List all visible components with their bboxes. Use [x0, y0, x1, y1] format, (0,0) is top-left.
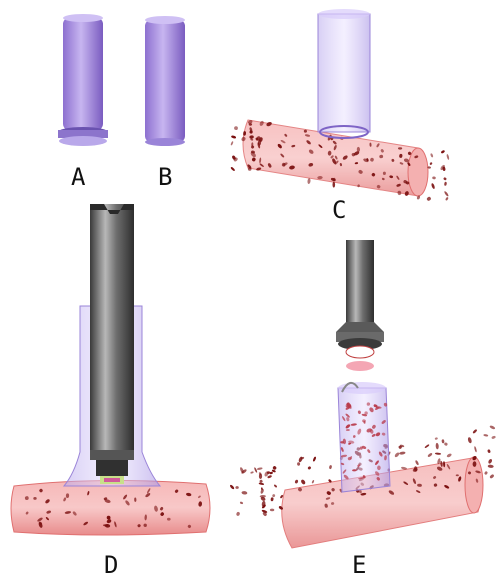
panel-b: B: [145, 16, 185, 191]
blood-cell: [274, 484, 278, 488]
blood-cell: [294, 479, 298, 484]
blood-cell: [489, 425, 495, 430]
blood-cell: [429, 162, 432, 166]
blood-cell: [415, 460, 420, 466]
blood-cell: [259, 479, 263, 483]
sleeve-plain: [145, 16, 185, 146]
cutting-tool-e: [336, 240, 384, 371]
blood-cell: [272, 494, 276, 498]
blood-cell: [484, 471, 488, 475]
blood-cell: [399, 451, 406, 455]
blood-cell: [260, 488, 264, 494]
panel-a: A: [58, 14, 108, 191]
blood-cell: [487, 449, 491, 453]
blood-cell: [444, 442, 448, 446]
blood-cell: [427, 452, 433, 457]
blood-cell: [364, 411, 367, 414]
sleeve-with-ring: [58, 14, 108, 146]
blood-cell: [236, 511, 240, 516]
blood-cell: [394, 452, 400, 458]
blood-cell: [474, 446, 477, 452]
blood-cell: [230, 141, 233, 146]
blood-cell: [240, 501, 244, 504]
blood-cell: [444, 191, 449, 197]
blood-cell: [435, 452, 441, 455]
blood-cell: [311, 480, 314, 484]
blood-cell: [329, 465, 332, 469]
blood-cell: [297, 462, 300, 466]
blood-cell: [445, 197, 449, 201]
blood-cell: [491, 435, 496, 439]
blood-cell: [235, 486, 239, 489]
blood-cell: [435, 437, 438, 440]
blood-cell: [333, 182, 336, 188]
blood-cell: [259, 473, 262, 479]
panel-c: C: [230, 9, 449, 224]
blood-cell: [424, 444, 429, 449]
blood-cell: [312, 456, 316, 462]
blood-cell: [230, 166, 235, 171]
blood-cell: [489, 474, 494, 479]
blood-cell: [435, 443, 439, 450]
blood-cell: [272, 465, 277, 470]
blood-cell: [444, 182, 447, 186]
cutting-tool-d: [90, 204, 134, 484]
panel-label-a: A: [71, 163, 86, 191]
blood-cell: [488, 458, 493, 464]
blood-cell: [307, 466, 311, 470]
blood-cell: [250, 471, 254, 474]
blood-cell: [270, 509, 274, 512]
blood-cell: [234, 126, 238, 130]
panel-d: D: [11, 204, 210, 579]
blood-cell: [483, 434, 488, 437]
blood-cell: [430, 153, 434, 158]
blood-cell: [432, 176, 436, 179]
blood-cell: [431, 183, 436, 190]
blood-cell: [229, 484, 235, 490]
blood-cell: [254, 467, 258, 473]
panel-label-c: C: [332, 196, 346, 224]
blood-cell: [398, 147, 402, 149]
blood-cell: [231, 135, 237, 139]
blood-cell: [446, 154, 449, 160]
blood-cell: [270, 497, 273, 501]
blood-cell: [300, 479, 306, 485]
blood-cell: [257, 467, 263, 470]
blood-cell: [467, 437, 472, 444]
blood-cell: [443, 177, 447, 181]
blood-cell: [441, 150, 446, 154]
panel-e: E: [229, 240, 496, 579]
panel-label-d: D: [104, 551, 118, 579]
blood-cell: [241, 491, 247, 495]
blood-cell: [441, 439, 444, 443]
blood-cell: [426, 196, 432, 201]
panel-label-e: E: [352, 551, 366, 579]
blood-cell: [472, 429, 477, 434]
blood-cell: [488, 464, 494, 468]
panel-label-b: B: [158, 163, 172, 191]
sleeve-vertical-c: [318, 9, 370, 138]
blood-cell: [446, 453, 452, 458]
blood-cell: [307, 178, 311, 184]
